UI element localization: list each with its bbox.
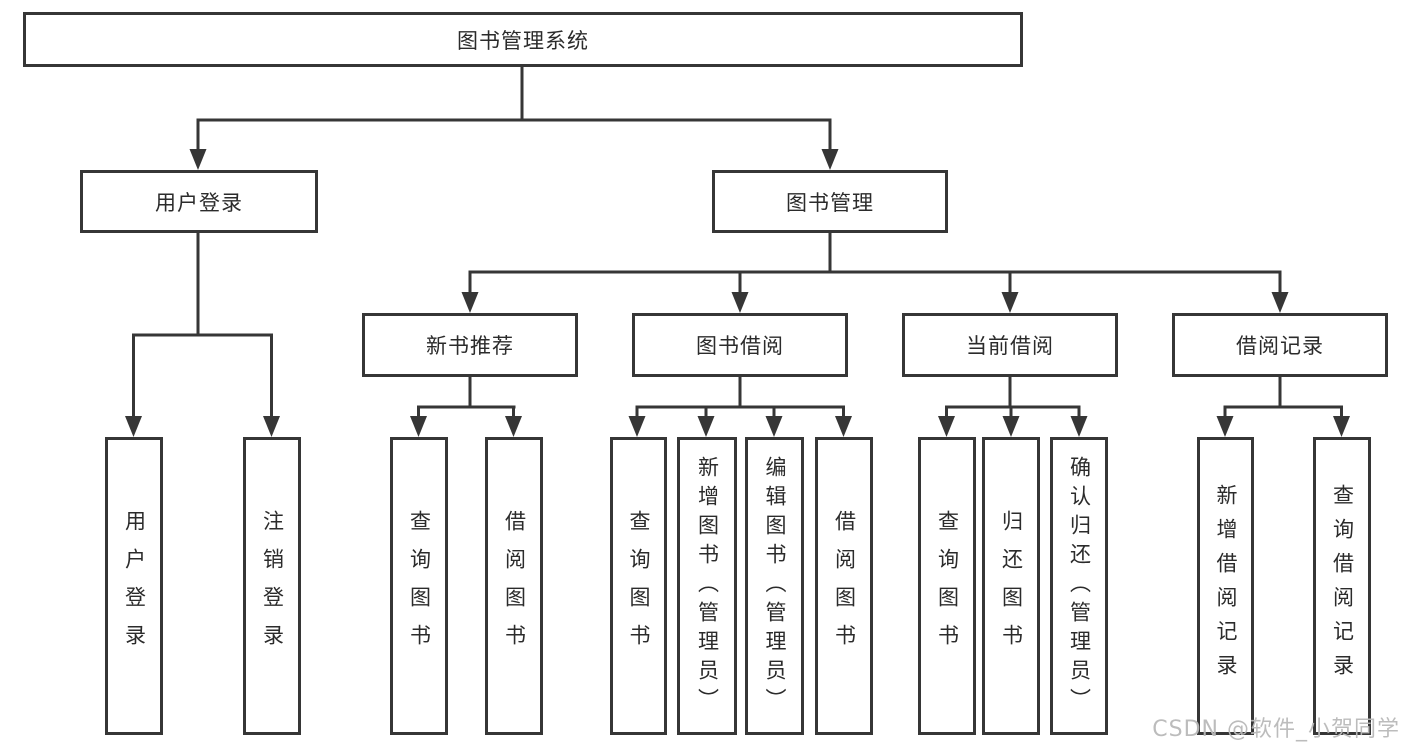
node-book-management-system: 图书管理系统 <box>23 12 1023 67</box>
connector-root-branch <box>196 66 832 152</box>
csdn-watermark: CSDN @软件_小贺同学 <box>1152 717 1400 742</box>
node-book-borrowing: 图书借阅 <box>632 313 848 377</box>
node-book-management-group: 图书管理 <box>712 170 948 233</box>
connector-current-borrow-branch <box>945 377 1081 420</box>
leaf-add-borrow-record: 新增借阅记录 <box>1197 437 1254 735</box>
leaf-query-books-borrowing: 查询图书 <box>610 437 667 735</box>
leaf-confirm-return-admin: 确认归还（管理员） <box>1050 437 1108 735</box>
node-borrowing-records: 借阅记录 <box>1172 313 1388 377</box>
arrowheads <box>125 149 1350 437</box>
node-current-borrowing: 当前借阅 <box>902 313 1118 377</box>
leaf-logout: 注销登录 <box>243 437 301 735</box>
leaf-query-borrow-record: 查询借阅记录 <box>1313 437 1371 735</box>
connector-user-login-branch <box>132 233 273 420</box>
leaf-query-books-current: 查询图书 <box>918 437 976 735</box>
node-user-login-group: 用户登录 <box>80 170 318 233</box>
leaf-edit-books-admin: 编辑图书（管理员） <box>745 437 804 735</box>
leaf-user-login: 用户登录 <box>105 437 163 735</box>
connector-new-book-branch <box>417 377 516 420</box>
connector-book-management-branch <box>468 233 1282 296</box>
leaf-borrow-books-borrowing: 借阅图书 <box>815 437 873 735</box>
connector-book-borrow-branch <box>635 377 845 420</box>
leaf-add-books-admin: 新增图书（管理员） <box>677 437 737 735</box>
leaf-return-books: 归还图书 <box>982 437 1040 735</box>
node-new-book-recommend: 新书推荐 <box>362 313 578 377</box>
leaf-borrow-books-recommend: 借阅图书 <box>485 437 543 735</box>
leaf-query-books-recommend: 查询图书 <box>390 437 448 735</box>
connector-borrow-records-branch <box>1223 377 1343 420</box>
